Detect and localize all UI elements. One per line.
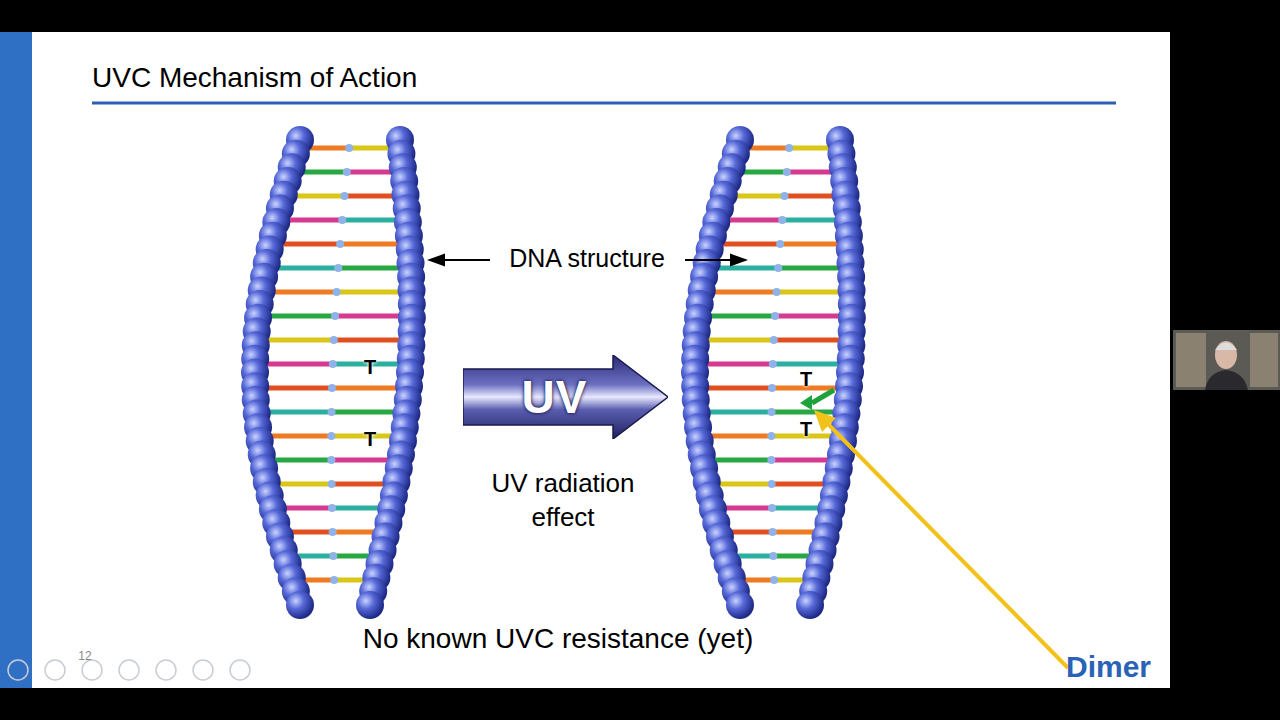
hydrogen-bond [768,504,776,512]
base-letter: T [796,368,816,391]
slide-area [32,32,1170,688]
hydrogen-bond [768,408,776,416]
base-letter: T [360,356,380,379]
highlight-arrow [814,410,1068,668]
hydrogen-bond [778,216,786,224]
hydrogen-bond [328,480,336,488]
base-letter: T [360,428,380,451]
hydrogen-bond [328,384,336,392]
dimer-bond [800,395,812,410]
hydrogen-bond [769,552,777,560]
hydrogen-bond [327,432,335,440]
hydrogen-bond [780,192,788,200]
slide-number: 12 [70,649,100,663]
hydrogen-bond [783,168,791,176]
hydrogen-bond [330,336,338,344]
backbone-sphere [726,591,754,619]
arrow-label: UV [522,370,588,424]
base-letter: T [796,418,816,441]
hydrogen-bond [776,240,784,248]
webcam-thumbnail [1173,330,1280,390]
annotation-label: DNA structure [487,244,687,273]
logo-text: Dimer [1066,650,1166,684]
hydrogen-bond [328,504,336,512]
slide-controls [8,660,250,680]
title-rule [92,102,1116,105]
hydrogen-bond [345,144,353,152]
hydrogen-bond [334,264,342,272]
hydrogen-bond [329,552,337,560]
hydrogen-bond [769,360,777,368]
hydrogen-bond [329,528,337,536]
arrow-outline [463,355,668,439]
hydrogen-bond [785,144,793,152]
slide-side-bar [0,32,32,688]
hydrogen-bond [328,408,336,416]
hydrogen-bond [340,192,348,200]
annotation-label: UV radiation effect [478,466,648,534]
hydrogen-bond [768,480,776,488]
uv-arrow: UV [463,355,668,439]
hydrogen-bond [333,288,341,296]
slide-title: UVC Mechanism of Action [92,62,417,94]
hydrogen-bond [771,312,779,320]
hydrogen-bond [338,216,346,224]
hydrogen-bond [767,456,775,464]
hydrogen-bond [331,312,339,320]
hydrogen-bond [770,576,778,584]
hydrogen-bond [329,360,337,368]
backbone-sphere [286,591,314,619]
hydrogen-bond [770,336,778,344]
hydrogen-bond [774,264,782,272]
hydrogen-bond [327,456,335,464]
hydrogen-bond [769,528,777,536]
dimer-bond [812,390,834,403]
hydrogen-bond [343,168,351,176]
hydrogen-bond [768,384,776,392]
dna-helices [241,126,866,619]
backbone-sphere [796,591,824,619]
hydrogen-bond [773,288,781,296]
slide-caption: No known UVC resistance (yet) [258,623,858,655]
hydrogen-bond [330,576,338,584]
hydrogen-bond [336,240,344,248]
backbone-sphere [356,591,384,619]
hydrogen-bond [767,432,775,440]
